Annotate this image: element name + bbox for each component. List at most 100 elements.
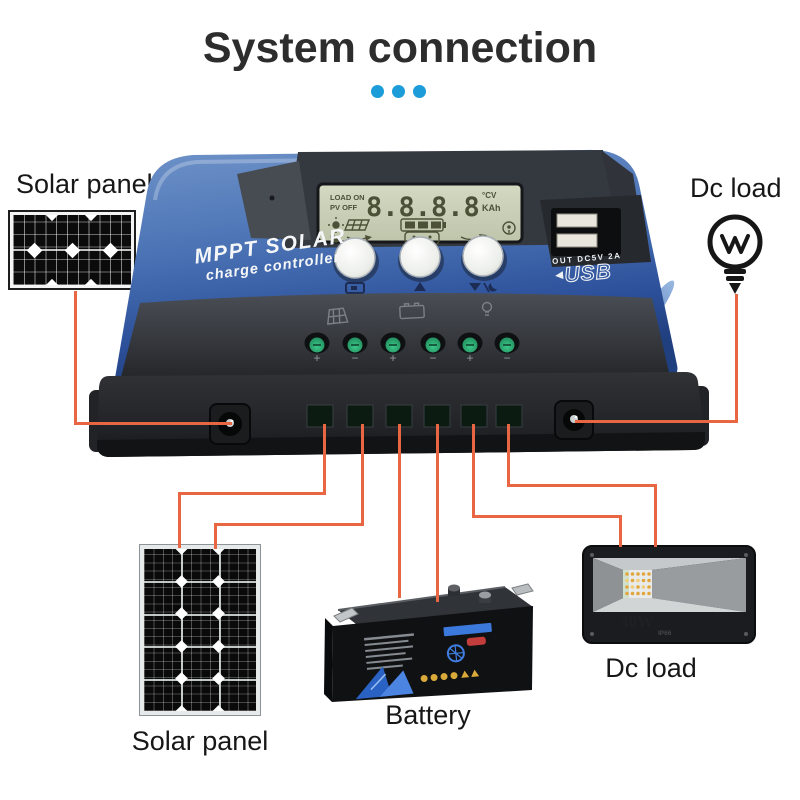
panel-gridline <box>218 549 221 711</box>
battery-fine-print <box>363 633 414 670</box>
panel-gridline <box>144 613 256 616</box>
lcd-battery-icon <box>400 218 446 232</box>
wire-load2-down <box>654 484 657 547</box>
lcd-digits: 8.8.8.8 <box>366 192 480 223</box>
polarity-mark: + <box>466 351 473 365</box>
terminal-screws: + − + − + − <box>304 332 520 365</box>
panel-notch <box>174 705 188 711</box>
lcd-unit-cv: °CV <box>482 191 497 200</box>
load-terminal-icon <box>481 301 493 316</box>
lcd-arrowhead-left <box>365 235 372 241</box>
panel-gridline <box>181 549 184 711</box>
polarity-mark: − <box>351 351 358 365</box>
wire-pv1-down <box>178 492 181 548</box>
body-highlight <box>153 154 576 201</box>
solar-panel-top-image <box>8 210 136 290</box>
battery-terminals <box>448 584 491 603</box>
control-buttons <box>333 235 507 294</box>
terminal-screw <box>420 332 446 354</box>
lcd-display: LOAD ON PV OFF 8.8.8.8 °CV KAh <box>316 182 524 245</box>
wire-pv1-run <box>178 492 326 495</box>
usb-port-top <box>556 213 598 228</box>
floodlight-image: 30W IP66 <box>582 545 756 644</box>
dot-icon <box>371 85 384 98</box>
wire-slot <box>346 404 374 428</box>
dot-icon <box>413 85 426 98</box>
solar-panel-bottom-image <box>139 544 261 716</box>
panel-diamond <box>174 639 188 653</box>
polarity-mark: − <box>503 351 510 365</box>
terminal-screw <box>304 332 330 354</box>
wire-slot <box>306 404 334 428</box>
pv-terminal-icon <box>326 307 349 325</box>
down-moon-icon <box>469 282 497 293</box>
light-bulb-icon <box>707 214 763 294</box>
panel-notch <box>44 278 60 285</box>
wire-pv2-down <box>214 523 217 549</box>
panel-notch <box>44 215 60 222</box>
dot-icon <box>392 85 405 98</box>
wire-dcload-top-vertical <box>735 294 738 423</box>
wire-pv1-drop <box>323 424 326 495</box>
lcd-load-on: LOAD ON <box>330 193 365 202</box>
usb-label-group: OUT DC5V 2A USB <box>552 251 622 288</box>
panel-notch <box>212 705 225 711</box>
terminal-screw <box>457 332 483 354</box>
panel-gridline <box>144 678 256 681</box>
terminal-screw <box>342 332 368 354</box>
floodlight-reflector <box>593 558 746 612</box>
up-arrow-icon <box>414 282 426 291</box>
title-dots <box>371 85 426 98</box>
lcd-panel-icon <box>343 219 371 231</box>
panel-diamond <box>174 575 188 588</box>
wire-load2-run <box>507 484 657 487</box>
panel-gridline <box>144 581 256 584</box>
panel-diamond <box>174 607 188 621</box>
moon-icon <box>330 232 341 243</box>
battery-warning-icons <box>420 669 480 682</box>
label-solar-panel-top: Solar panel <box>16 169 153 199</box>
panel-diamond <box>26 242 43 259</box>
menu-button <box>334 237 376 279</box>
label-battery: Battery <box>385 700 471 730</box>
panel-diamond <box>212 607 225 621</box>
panel-notch <box>174 549 188 555</box>
panel-diamond <box>212 575 225 588</box>
battery-image <box>324 583 534 702</box>
menu-button-icon <box>345 282 365 294</box>
lcd-pv-off: PV OFF <box>330 203 358 212</box>
down-button <box>462 235 504 277</box>
polarity-mark: + <box>389 351 396 365</box>
lcd-bulb-icon <box>502 221 516 235</box>
page-title: System connection <box>202 24 598 72</box>
up-button <box>399 236 441 278</box>
panel-diamond <box>174 672 188 685</box>
wire-load2-drop <box>507 424 510 487</box>
wire-pv-top-horizontal <box>74 422 232 425</box>
panel-diamond <box>212 639 225 653</box>
sun-icon <box>332 221 340 229</box>
polarity-marks: + − + − + − <box>313 351 510 365</box>
charge-controller-image: LOAD ON PV OFF 8.8.8.8 °CV KAh <box>89 149 709 457</box>
label-dc-load-bottom: Dc load <box>605 653 697 683</box>
usb-ports <box>540 195 651 267</box>
floodlight-wattage: 30W <box>620 612 654 631</box>
usb-logo: USB <box>564 260 613 287</box>
floodlight-rating: IP66 <box>658 630 672 637</box>
wire-pv2-run <box>214 523 364 526</box>
wire-pv-top-vertical <box>74 291 77 425</box>
wire-load1-run <box>472 515 622 518</box>
battery-label <box>355 622 492 700</box>
terminal-icons <box>326 301 493 325</box>
battery-handle-left <box>333 607 359 623</box>
battery-handle-right <box>511 583 534 596</box>
label-dc-load-top: Dc load <box>690 173 782 203</box>
polarity-mark: − <box>429 351 436 365</box>
polarity-mark: + <box>313 351 320 365</box>
wire-battery-negative <box>436 424 439 602</box>
wire-load1-down <box>619 515 622 547</box>
battery-terminal-icon <box>399 302 425 320</box>
lcd-unit-kah: KAh <box>482 203 501 213</box>
led-array <box>625 572 651 596</box>
